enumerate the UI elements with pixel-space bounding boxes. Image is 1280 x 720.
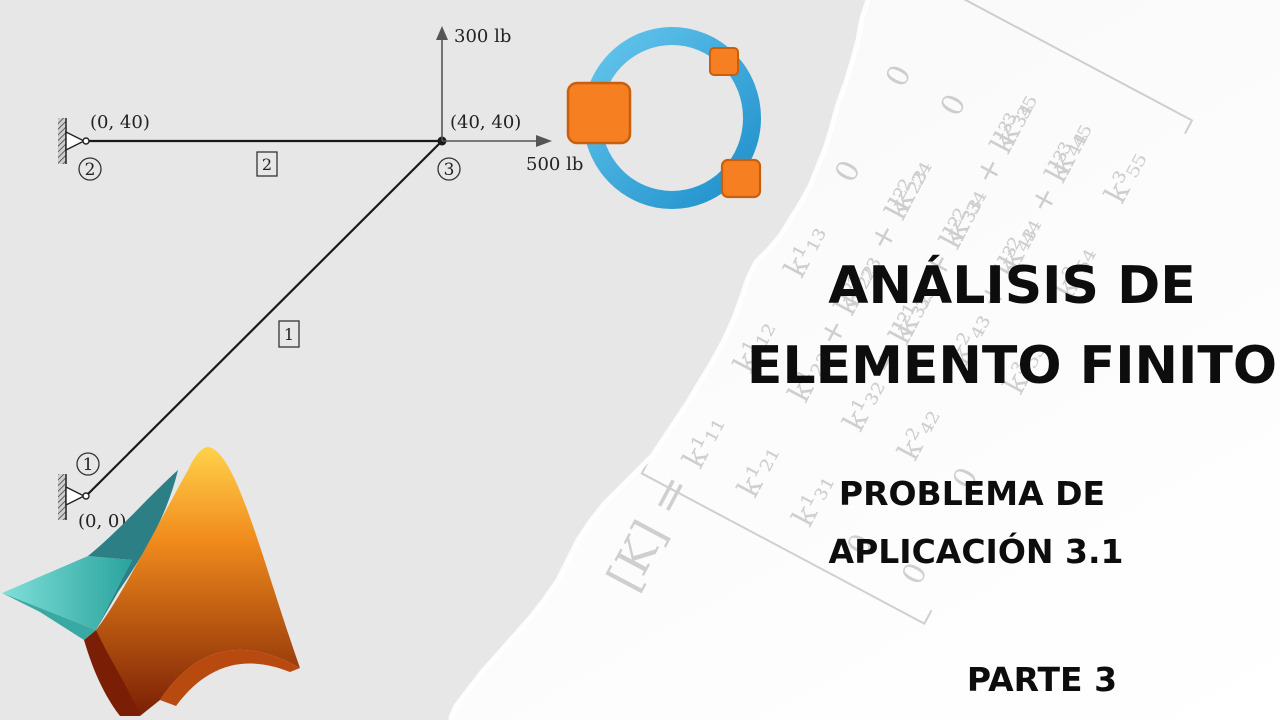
octave-logo: [566, 27, 762, 209]
title-line-2: ELEMENTO FINITO: [746, 336, 1278, 396]
load-arrow-up: [436, 26, 448, 141]
coordinate-node-3: (40, 40): [450, 112, 521, 133]
part-label: PARTE 3: [966, 660, 1118, 699]
load-arrow-right: [442, 135, 552, 147]
node-label-1: 1: [83, 455, 94, 475]
subtitle-line-2: APLICACIÓN 3.1: [828, 532, 1124, 571]
truss-diagram: 2 3 1 2 1 (0, 40) (40, 40) (0, 0) 300 lb…: [58, 26, 583, 532]
coordinate-node-2: (0, 40): [90, 112, 150, 133]
node-label-2: 2: [85, 160, 96, 180]
element-label-2: 2: [262, 155, 272, 174]
node-label-3: 3: [444, 160, 455, 180]
load-label-300: 300 lb: [454, 26, 511, 47]
torn-paper-edge: [447, 0, 871, 720]
load-label-500: 500 lb: [526, 154, 583, 175]
element-label-1: 1: [284, 325, 294, 344]
coordinate-node-1: (0, 0): [78, 511, 126, 532]
truss-element-1: [85, 140, 443, 497]
pin-support-node-2: [58, 118, 90, 164]
pin-support-node-1: [58, 474, 90, 520]
subtitle-line-1: PROBLEMA DE: [838, 474, 1106, 513]
matlab-logo: [2, 447, 300, 716]
title-line-1: ANÁLISIS DE: [828, 256, 1196, 316]
